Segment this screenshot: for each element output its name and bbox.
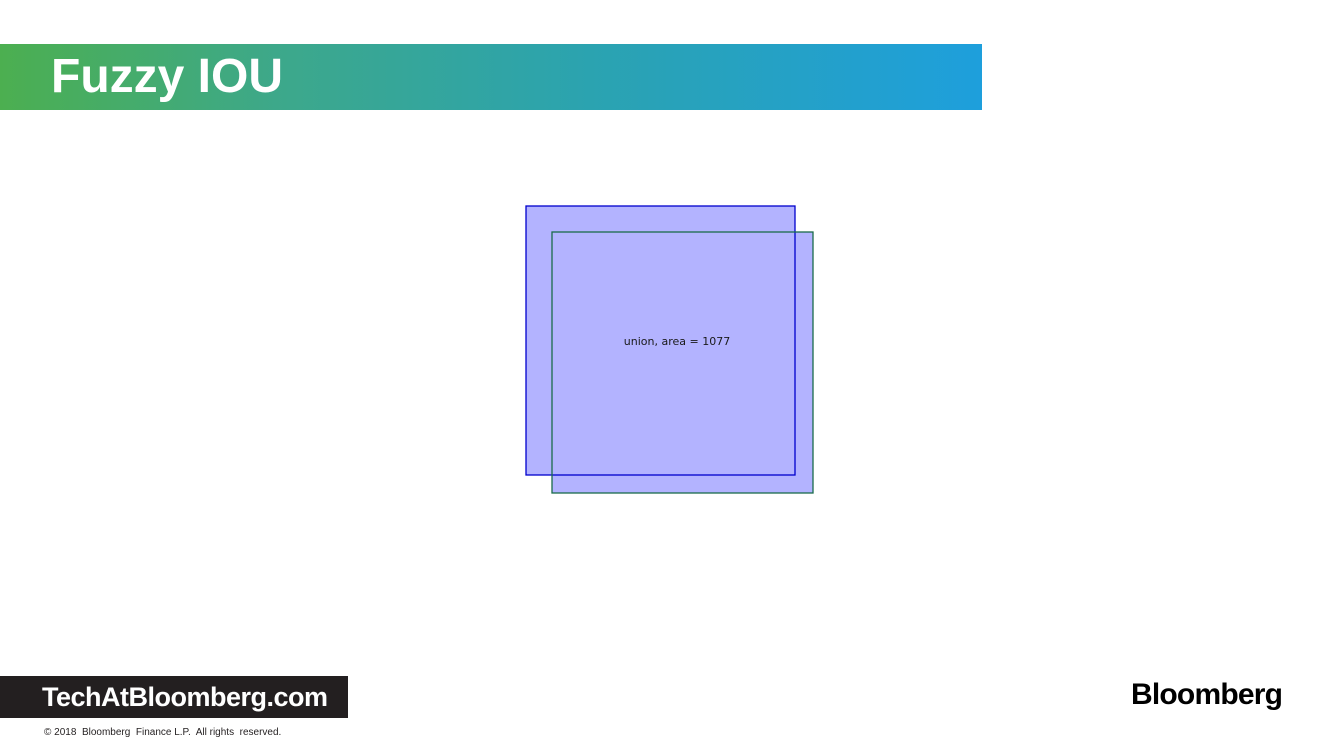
title-bar: Fuzzy IOU	[0, 44, 982, 110]
copyright-text: © 2018 Bloomberg Finance L.P. All rights…	[44, 727, 282, 738]
page-title: Fuzzy IOU	[51, 50, 284, 103]
box-b	[551, 231, 814, 494]
footer-banner: TechAtBloomberg.com	[0, 676, 348, 718]
site-link[interactable]: TechAtBloomberg.com	[42, 682, 328, 712]
union-area-label: union, area = 1077	[624, 335, 730, 348]
union-region	[526, 206, 813, 493]
box-a	[525, 205, 796, 476]
bloomberg-logo: Bloomberg	[1131, 678, 1283, 711]
